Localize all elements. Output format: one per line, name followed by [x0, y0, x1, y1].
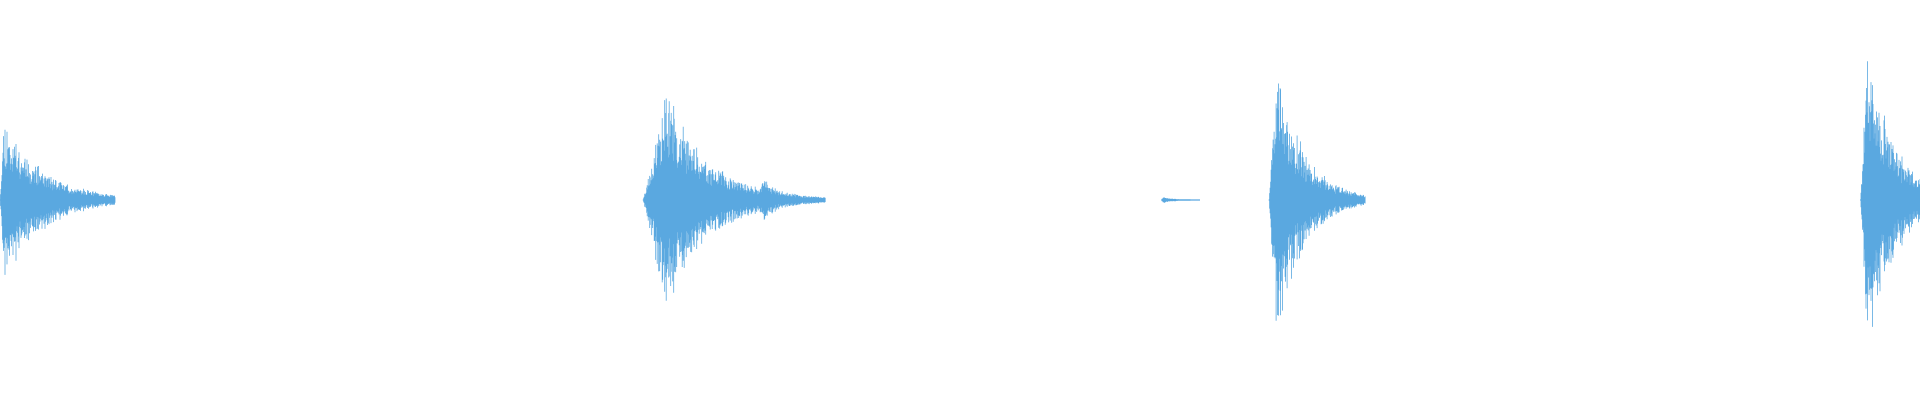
waveform-hit-4 — [1860, 61, 1920, 327]
waveform-hit-2 — [642, 98, 826, 301]
waveform-blip — [1161, 197, 1200, 203]
waveform-hit-1 — [0, 129, 116, 275]
waveform-hit-3 — [1268, 83, 1366, 321]
